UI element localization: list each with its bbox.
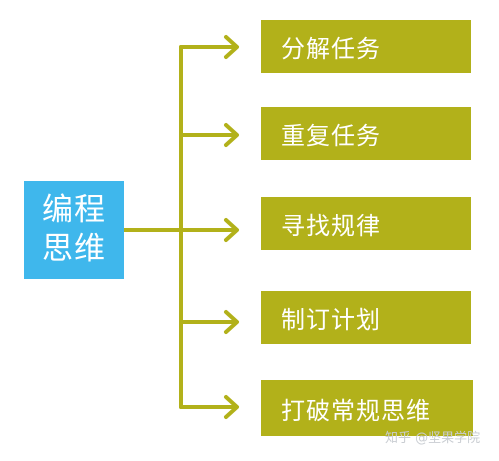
arrowhead-4: [224, 310, 239, 334]
arrowhead-1: [224, 35, 239, 59]
branch-label-5: 打破常规思维: [281, 396, 431, 425]
branch-node-3: 寻找规律: [261, 197, 471, 250]
root-label-line-2: 思维: [42, 231, 106, 267]
root-label: 编程 思维: [42, 191, 106, 269]
root-label-line-1: 编程: [42, 192, 106, 228]
branch-label-4: 制订计划: [281, 306, 381, 334]
branch-node-5: 打破常规思维: [261, 380, 473, 436]
arrowhead-2: [224, 123, 239, 147]
watermark: 知乎 @坚果学院: [385, 424, 495, 448]
branch-label-3: 寻找规律: [281, 212, 381, 240]
branch-node-1: 分解任务: [261, 20, 471, 73]
arrowhead-5: [224, 395, 239, 419]
branch-label-2: 重复任务: [281, 122, 381, 150]
arrowhead-3: [224, 218, 239, 242]
root-node: 编程 思维: [24, 181, 124, 279]
branch-label-1: 分解任务: [281, 35, 381, 63]
branch-node-4: 制订计划: [261, 291, 471, 344]
branch-node-2: 重复任务: [261, 107, 471, 160]
watermark-text: 知乎 @坚果学院: [385, 430, 481, 446]
